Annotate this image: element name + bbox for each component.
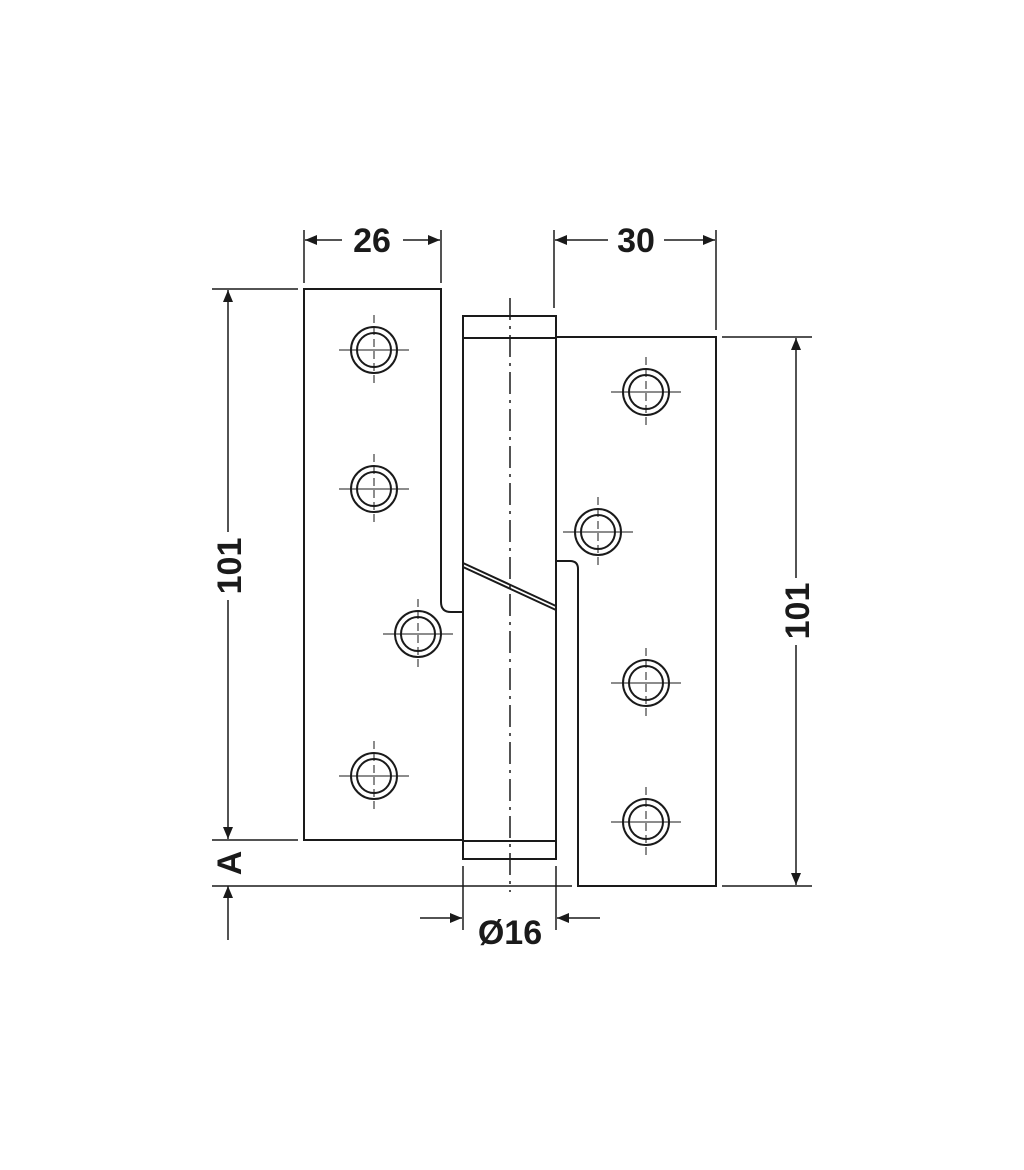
screw-hole — [611, 787, 681, 857]
screw-hole — [383, 599, 453, 669]
dimension-label-a: A — [211, 851, 249, 876]
dimension-label-101-right: 101 — [779, 583, 817, 640]
screw-hole — [563, 497, 633, 567]
screw-hole — [339, 741, 409, 811]
screw-hole — [339, 454, 409, 524]
screw-hole — [611, 357, 681, 427]
screw-hole — [339, 315, 409, 385]
dimension-lines — [223, 235, 801, 940]
extension-lines — [212, 230, 812, 930]
right-leaf-plate — [555, 336, 717, 887]
dimension-label-26: 26 — [353, 222, 391, 260]
dimension-label-30: 30 — [617, 222, 655, 260]
screw-hole — [611, 648, 681, 718]
dimension-label-diameter: Ø16 — [478, 914, 542, 952]
dimension-label-101-left: 101 — [211, 538, 249, 595]
